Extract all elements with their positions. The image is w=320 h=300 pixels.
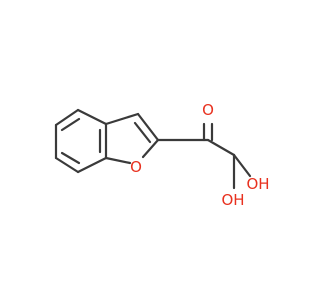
bond (76, 156, 108, 174)
hydroxyl-bottom-label: OH (221, 191, 244, 209)
structure-canvas: O O OH OH (54, 101, 270, 209)
ring-oxygen-label: O (130, 158, 142, 176)
bond (141, 138, 160, 159)
benzene-ring (54, 108, 108, 174)
bond (54, 156, 80, 174)
double-bond-inner (60, 117, 81, 132)
furan-ring (104, 112, 160, 165)
atom-labels: O O OH OH (130, 101, 269, 209)
double-bond-inner (60, 151, 81, 165)
bond (104, 156, 132, 165)
bond (76, 108, 108, 126)
molecule-diagram: O O OH OH (54, 101, 270, 209)
bond (54, 108, 80, 127)
hydroxyl-right-label: OH (246, 175, 269, 193)
keto-oxygen-label: O (202, 101, 214, 119)
side-chain (156, 122, 252, 190)
double-bond-inner (133, 121, 152, 144)
bond (206, 138, 236, 157)
bond (232, 153, 252, 178)
bond (104, 112, 140, 126)
bond (136, 112, 160, 142)
